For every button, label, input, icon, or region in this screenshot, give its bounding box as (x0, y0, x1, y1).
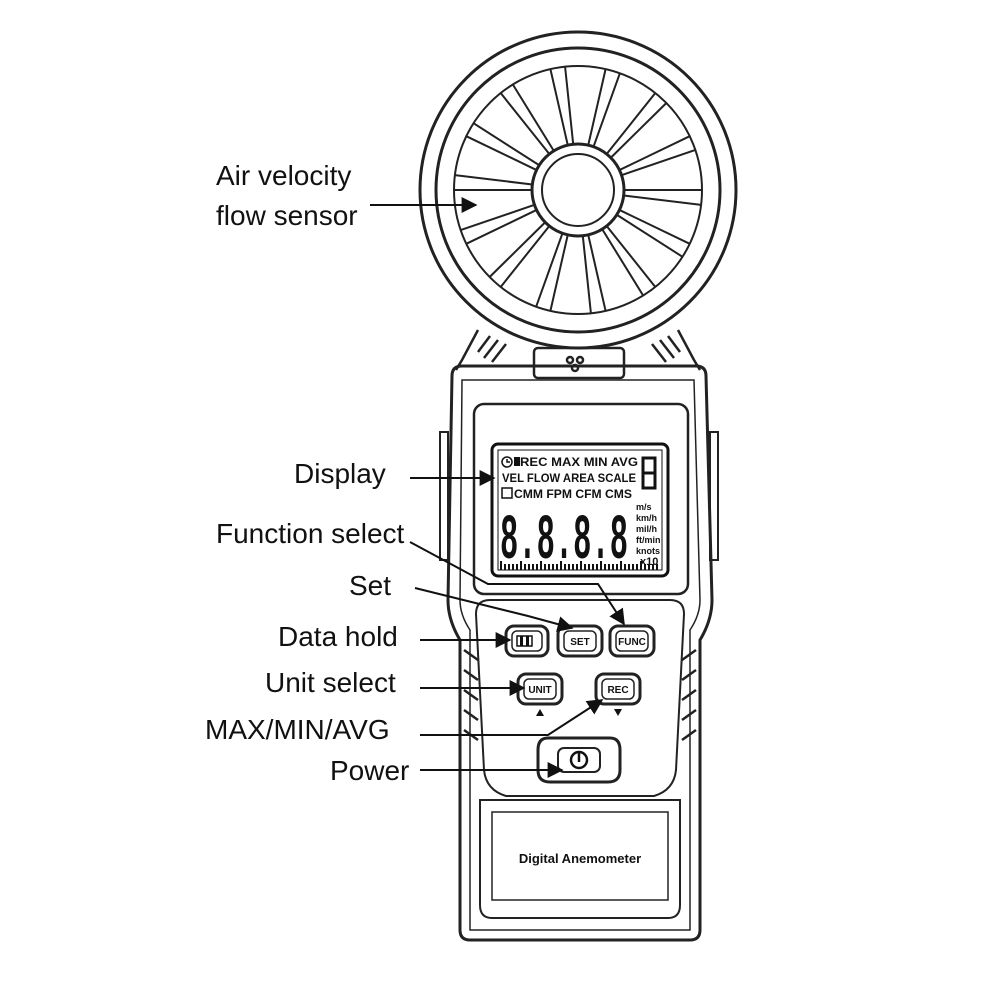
lcd-unit-ms: m/s (636, 502, 652, 512)
lcd-memory-icon (501, 487, 513, 499)
lcd-row-1: REC MAX MIN AVG (520, 455, 638, 469)
fan-blade (535, 232, 569, 312)
fan-blade (601, 225, 657, 297)
fan-blade (465, 122, 540, 171)
callout-display: Display (294, 458, 386, 489)
power-icon (569, 750, 589, 770)
unit-button[interactable]: UNIT (516, 672, 564, 716)
air-velocity-sensor (418, 30, 738, 350)
fan-blade (581, 234, 607, 314)
rec-button-label: REC (607, 685, 628, 696)
callout-arrows (370, 197, 625, 778)
lcd-clock-icon (501, 456, 513, 468)
lcd-row-3: CMM FPM CFM CMS (514, 487, 632, 501)
callout-data-hold: Data hold (278, 621, 398, 652)
lcd-display: REC MAX MIN AVG VEL FLOW AREA SCALE CMM … (490, 442, 670, 578)
fan-blade (549, 66, 575, 146)
callout-power: Power (330, 755, 410, 786)
lcd-unit-kmh: km/h (636, 513, 657, 523)
lcd-row-2: VEL FLOW AREA SCALE (502, 471, 636, 485)
device-body (439, 364, 719, 942)
device-neck (454, 329, 702, 380)
arrow-function (409, 541, 625, 626)
lcd-unit-knots: knots (636, 546, 660, 556)
fan-blade (499, 83, 555, 155)
fan-blade (587, 68, 621, 148)
callout-unit-select: Unit select (265, 667, 396, 698)
lcd-unit-mih: mil/h (636, 524, 657, 534)
lcd-battery-icon (514, 457, 520, 466)
triangle-up-icon (536, 709, 544, 716)
lcd-bargraph (500, 561, 658, 570)
fan-blade (619, 135, 696, 177)
callout-max-min-avg: MAX/MIN/AVG (205, 714, 390, 745)
rec-button[interactable]: REC (594, 672, 642, 716)
func-button[interactable]: FUNC (608, 624, 656, 658)
callout-sensor-line1: Air velocity (216, 160, 352, 191)
callout-set: Set (349, 570, 392, 601)
arrow-max-min-avg (420, 699, 604, 736)
fan-blade (605, 92, 668, 159)
fan-blade (616, 209, 691, 258)
set-button-label: SET (570, 637, 589, 648)
set-button[interactable]: SET (556, 624, 604, 658)
arrow-set (414, 587, 574, 632)
unit-button-label: UNIT (528, 685, 551, 696)
lcd-mini-digit (641, 456, 657, 490)
lcd-unit-ftmin: ft/min (636, 535, 661, 545)
func-button-label: FUNC (618, 637, 646, 648)
fan-blade (623, 189, 702, 206)
fan-blade (454, 174, 533, 191)
callout-function-select: Function select (216, 518, 405, 549)
callout-sensor: Air velocity flow sensor (216, 160, 358, 232)
hold-button[interactable] (504, 624, 550, 658)
fan-blade (488, 221, 551, 288)
triangle-down-icon (614, 709, 622, 716)
pause-icon (516, 635, 533, 647)
callout-sensor-line2: flow sensor (216, 200, 358, 231)
fan-blade (460, 203, 537, 245)
device-brand-label: Digital Anemometer (519, 851, 641, 866)
power-button[interactable] (536, 736, 622, 784)
